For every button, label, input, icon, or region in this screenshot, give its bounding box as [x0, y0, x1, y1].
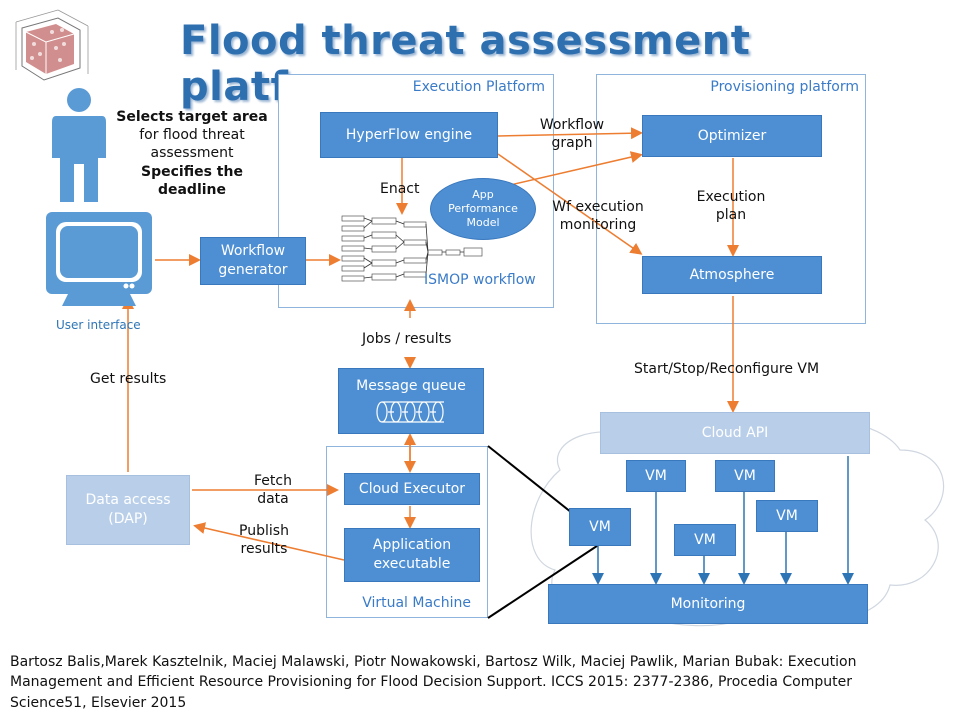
wf-execution-monitoring-label: Wf execution monitoring: [544, 198, 652, 234]
provisioning-platform-label: Provisioning platform: [710, 79, 859, 95]
message-queue-label: Message queue: [356, 378, 466, 394]
execution-plan-line-1: Execution: [696, 189, 766, 205]
hyperflow-engine-box: HyperFlow engine: [320, 112, 498, 158]
cloud-executor-box: Cloud Executor: [344, 473, 480, 505]
execution-platform-label: Execution Platform: [412, 79, 545, 95]
execution-plan-label: Execution plan: [688, 188, 774, 224]
queue-icon: [376, 401, 444, 423]
data-access-line-2: (DAP): [108, 511, 148, 527]
optimizer-box: Optimizer: [642, 115, 822, 157]
fetch-data-line-1: Fetch: [254, 473, 292, 489]
vm-box: VM: [626, 460, 686, 492]
publish-results-line-1: Publish: [239, 523, 289, 539]
data-access-box: Data access (DAP): [66, 475, 190, 545]
publish-results-label: Publish results: [232, 522, 296, 558]
ismop-workflow-label: ISMOP workflow: [424, 272, 536, 288]
publish-results-line-2: results: [240, 541, 288, 558]
atmosphere-box: Atmosphere: [642, 256, 822, 294]
fetch-data-line-2: data: [257, 491, 289, 508]
vm-box: VM: [756, 500, 818, 532]
app-model-line-1: App: [472, 187, 494, 201]
workflow-generator-line-2: generator: [218, 262, 288, 278]
citation-line-3: Science51, Elsevier 2015: [10, 694, 187, 711]
actor-line-1: Selects target area: [116, 109, 268, 125]
actor-line-2: for flood threat: [139, 127, 245, 144]
wf-execution-line-2: monitoring: [559, 217, 637, 234]
app-performance-model: App Performance Model: [430, 178, 536, 240]
actor-line-4: Specifies the deadline: [141, 163, 243, 198]
actor-description: Selects target area for flood threat ass…: [112, 108, 272, 199]
workflow-graph-line-1: Workflow: [539, 117, 605, 133]
wf-execution-line-1: Wf execution: [552, 199, 644, 215]
logo-cube-icon: [15, 9, 89, 81]
user-person-icon: [52, 88, 106, 202]
app-model-line-2: Performance: [448, 201, 518, 215]
data-access-line-1: Data access: [85, 492, 171, 509]
monitor-icon: [46, 212, 152, 306]
workflow-graph-label: Workflow graph: [530, 116, 614, 152]
fetch-data-label: Fetch data: [246, 472, 300, 508]
user-interface-label: User interface: [56, 318, 141, 332]
vm-box: VM: [569, 508, 631, 546]
vm-box: VM: [674, 524, 736, 556]
cloud-api-box: Cloud API: [600, 412, 870, 454]
start-stop-reconfigure-label: Start/Stop/Reconfigure VM: [634, 361, 820, 377]
application-executable-line-2: executable: [373, 556, 451, 572]
actor-line-3: assessment: [150, 145, 234, 162]
application-executable-box: Application executable: [344, 528, 480, 582]
virtual-machine-label: Virtual Machine: [362, 595, 471, 611]
citation-line-1: Bartosz Balis,Marek Kasztelnik, Maciej M…: [10, 654, 857, 670]
message-queue-box: Message queue: [338, 368, 484, 434]
app-model-line-3: Model: [466, 216, 500, 230]
get-results-label: Get results: [90, 371, 167, 387]
citation: Bartosz Balis,Marek Kasztelnik, Maciej M…: [10, 652, 955, 713]
workflow-generator-line-1: Workflow: [220, 243, 286, 260]
enact-label: Enact: [380, 181, 420, 197]
citation-line-2: Management and Efficient Resource Provis…: [10, 674, 852, 691]
monitoring-box: Monitoring: [548, 584, 868, 624]
execution-plan-line-2: plan: [715, 207, 747, 224]
application-executable-line-1: Application: [372, 537, 452, 554]
workflow-graph-line-2: graph: [551, 135, 593, 152]
ismop-workflow-graph: [341, 215, 483, 282]
jobs-results-label: Jobs / results: [362, 331, 452, 347]
vm-box: VM: [715, 460, 775, 492]
workflow-generator-box: Workflow generator: [200, 237, 306, 285]
